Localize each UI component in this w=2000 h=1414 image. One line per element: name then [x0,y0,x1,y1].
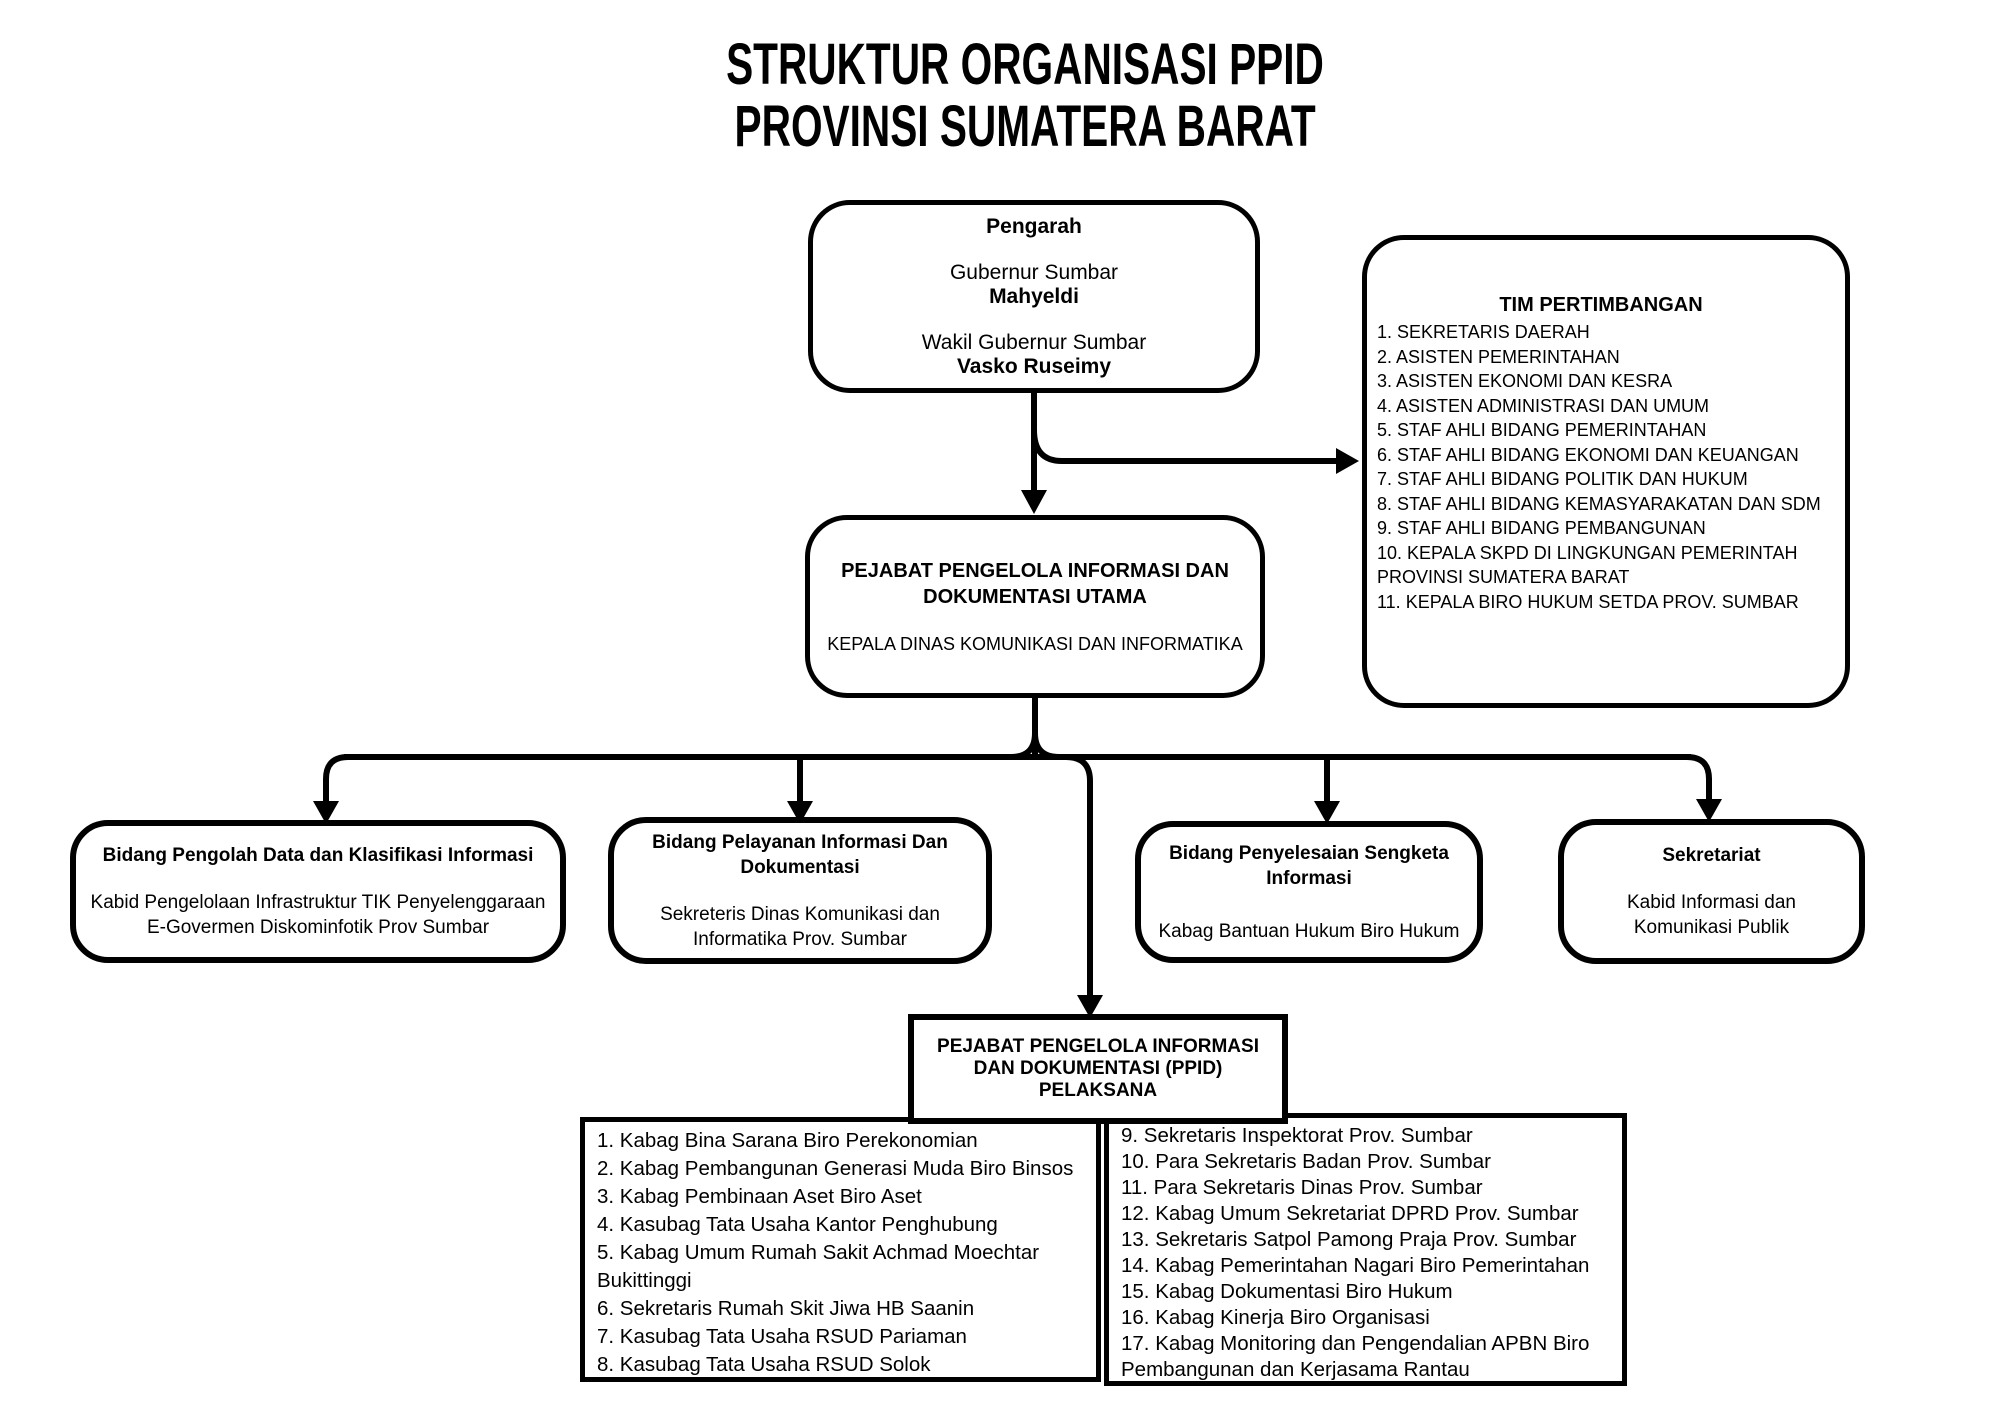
tim-pertimbangan-item: 5. STAF AHLI BIDANG PEMERINTAHAN [1377,420,1707,440]
arrowhead-tim [1336,448,1359,474]
tim-pertimbangan-item: 4. ASISTEN ADMINISTRASI DAN UMUM [1377,395,1710,416]
tim-pertimbangan-title: TIM PERTIMBANGAN [1499,294,1703,316]
pengarah-name1: Mahyeldi [989,284,1079,308]
sekretariat-box: Sekretariat Kabid Informasi dan Komunika… [1558,819,1865,964]
ppid-pelaksana-item: 14. Kabag Pemerintahan Nagari Biro Pemer… [1121,1254,1590,1277]
ppid-pelaksana-item: 12. Kabag Umum Sekretariat DPRD Prov. Su… [1121,1202,1579,1225]
pengarah-role2: Wakil Gubernur Sumbar [921,330,1147,354]
page-title-line2: PROVINSI SUMATERA BARAT [734,94,1316,159]
ppid-pelaksana-item: 6. Sekretaris Rumah Skit Jiwa HB Saanin [597,1297,975,1320]
tim-pertimbangan-item: 3. ASISTEN EKONOMI DAN KESRA [1377,371,1673,391]
ppid-pelaksana-item: 5. Kabag Umum Rumah Sakit Achmad Moechta… [597,1241,1040,1292]
ppid-pelaksana-item: 16. Kabag Kinerja Biro Organisasi [1121,1306,1430,1329]
tim-pertimbangan-item: 1. SEKRETARIS DAERAH [1377,322,1590,342]
arrowhead-box2 [787,801,813,824]
page-title-line1: STRUKTUR ORGANISASI PPID [726,32,1324,97]
tim-pertimbangan-list: 1. SEKRETARIS DAERAH 2. ASISTEN PEMERINTA… [1377,320,1825,614]
ppid-utama-title: PEJABAT PENGELOLA INFORMASI DAN DOKUMENT… [841,559,1229,608]
bidang-pengolah-data-title: Bidang Pengolah Data dan Klasifikasi Inf… [102,845,534,866]
arrowhead-box1 [313,801,339,824]
pengarah-title: Pengarah [986,214,1082,238]
sekretariat-title: Sekretariat [1662,845,1761,866]
tim-pertimbangan-item: 7. STAF AHLI BIDANG POLITIK DAN HUKUM [1377,469,1748,489]
ppid-pelaksana-list-left: 1. Kabag Bina Sarana Biro Perekonomian 2.… [580,1117,1101,1382]
ppid-pelaksana-box: PEJABAT PENGELOLA INFORMASI DAN DOKUMENT… [908,1014,1288,1124]
ppid-pelaksana-title: PEJABAT PENGELOLA INFORMASI DAN DOKUMENT… [937,1036,1259,1101]
connector-drop-box1 [323,754,349,803]
ppid-pelaksana-item: 1. Kabag Bina Sarana Biro Perekonomian [597,1129,978,1152]
arrowhead-box4 [1696,799,1722,822]
ppid-pelaksana-item: 11. Para Sekretaris Dinas Prov. Sumbar [1121,1176,1483,1199]
connector-flare-left [1010,732,1038,760]
ppid-pelaksana-list-right: 9. Sekretaris Inspektorat Prov. Sumbar 10… [1104,1113,1627,1386]
bidang-sengketa-subtitle: Kabag Bantuan Hukum Biro Hukum [1158,920,1460,942]
bidang-pengolah-data-box: Bidang Pengolah Data dan Klasifikasi Inf… [70,820,566,963]
bidang-sengketa-box: Bidang Penyelesaian Sengketa Informasi K… [1135,821,1483,963]
ppid-pelaksana-item: 7. Kasubag Tata Usaha RSUD Pariaman [597,1325,967,1348]
connector-drop-pelaksana [1065,754,1093,997]
ppid-utama-box: PEJABAT PENGELOLA INFORMASI DAN DOKUMENT… [805,515,1265,698]
bidang-sengketa-title: Bidang Penyelesaian Sengketa Informasi [1169,842,1449,889]
bidang-pelayanan-subtitle: Sekreteris Dinas Komunikasi dan Informat… [660,903,940,950]
pengarah-role1: Gubernur Sumbar [949,260,1119,284]
pengarah-name2: Vasko Ruseimy [956,354,1112,378]
bidang-pelayanan-box: Bidang Pelayanan Informasi Dan Dokumenta… [608,817,992,964]
tim-pertimbangan-item: 10. KEPALA SKPD DI LINGKUNGAN PEMERINTAH… [1377,542,1798,588]
connector-drop-box4 [1686,754,1712,801]
ppid-pelaksana-item: 9. Sekretaris Inspektorat Prov. Sumbar [1121,1124,1473,1147]
ppid-pelaksana-item: 13. Sekretaris Satpol Pamong Praja Prov.… [1121,1228,1577,1251]
page-title: STRUKTUR ORGANISASI PPID PROVINSI SUMATE… [30,34,2000,158]
connector-flare-right [1032,732,1060,760]
sekretariat-subtitle: Kabid Informasi dan Komunikasi Publik [1627,892,1796,938]
ppid-pelaksana-item: 15. Kabag Dokumentasi Biro Hukum [1121,1280,1453,1303]
ppid-utama-subtitle: KEPALA DINAS KOMUNIKASI DAN INFORMATIKA [827,633,1243,654]
ppid-pelaksana-item: 17. Kabag Monitoring dan Pengendalian AP… [1121,1332,1590,1381]
connector-branch-tim [1031,429,1340,464]
arrowhead-pelaksana [1077,995,1103,1018]
ppid-pelaksana-item: 8. Kasubag Tata Usaha RSUD Solok [597,1353,931,1376]
tim-pertimbangan-item: 6. STAF AHLI BIDANG EKONOMI DAN KEUANGAN [1377,444,1799,465]
ppid-pelaksana-item: 3. Kabag Pembinaan Aset Biro Aset [597,1185,922,1208]
ppid-pelaksana-item: 4. Kasubag Tata Usaha Kantor Penghubung [597,1213,998,1236]
bidang-pelayanan-title: Bidang Pelayanan Informasi Dan Dokumenta… [652,831,948,878]
ppid-pelaksana-item: 10. Para Sekretaris Badan Prov. Sumbar [1121,1150,1491,1173]
pengarah-box: Pengarah Gubernur Sumbar Mahyeldi Wakil … [808,200,1260,393]
arrowhead-utama [1021,490,1047,514]
tim-pertimbangan-item: 11. KEPALA BIRO HUKUM SETDA PROV. SUMBAR [1377,591,1799,612]
bidang-pengolah-data-subtitle: Kabid Pengelolaan Infrastruktur TIK Peny… [90,892,546,938]
ppid-pelaksana-item: 2. Kabag Pembangunan Generasi Muda Biro … [597,1157,1074,1180]
arrowhead-box3 [1314,801,1340,824]
tim-pertimbangan-box: TIM PERTIMBANGAN 1. SEKRETARIS DAERAH 2. … [1362,235,1850,708]
tim-pertimbangan-item: 2. ASISTEN PEMERINTAHAN [1377,346,1620,367]
tim-pertimbangan-item: 9. STAF AHLI BIDANG PEMBANGUNAN [1377,518,1706,538]
tim-pertimbangan-item: 8. STAF AHLI BIDANG KEMASYARAKATAN DAN S… [1377,493,1821,514]
